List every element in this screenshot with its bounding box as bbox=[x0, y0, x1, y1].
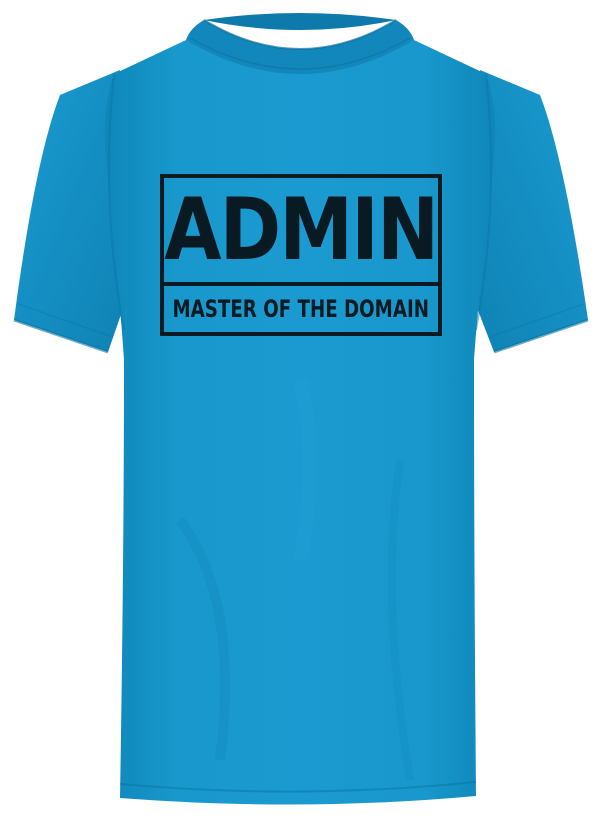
print-subtitle: MASTER OF THE DOMAIN bbox=[172, 295, 430, 323]
shirt-body bbox=[105, 40, 495, 805]
right-sleeve bbox=[474, 70, 588, 352]
print-title: ADMIN bbox=[164, 180, 439, 280]
print-title-box: ADMIN bbox=[164, 178, 439, 286]
print-subtitle-box: MASTER OF THE DOMAIN bbox=[164, 286, 438, 332]
left-sleeve bbox=[14, 70, 126, 352]
graphic-print: ADMIN MASTER OF THE DOMAIN bbox=[160, 174, 442, 336]
